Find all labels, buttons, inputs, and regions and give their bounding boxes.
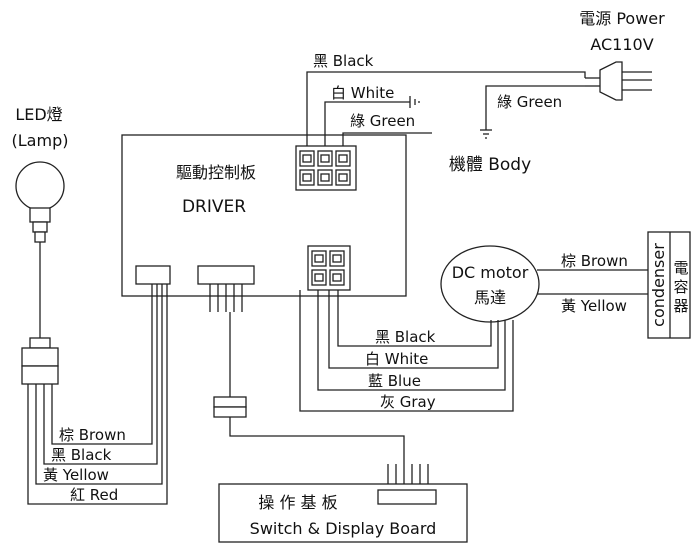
driver-switch-connector [197, 265, 255, 285]
switch-board-label-en: Switch & Display Board [250, 519, 437, 538]
body-label: 機體 Body [449, 155, 531, 175]
lamp-wires [27, 284, 168, 505]
condenser-label-cn-1: 電 [673, 259, 688, 277]
lamp-subtitle: (Lamp) [12, 131, 69, 150]
switch-board-connector [377, 489, 437, 505]
driver-power-connector [295, 145, 357, 191]
condenser-label-cn-3: 器 [673, 297, 688, 315]
power-plug [585, 61, 652, 101]
motor-label-en: DC motor [452, 263, 529, 282]
driver-lamp-connector [135, 265, 171, 285]
wire-label-red-lamp: 紅 Red [70, 486, 118, 504]
driver-label-en: DRIVER [182, 197, 246, 217]
wire-label-green-ground: 綠 Green [497, 93, 562, 111]
wire-label-yellow-motor: 黃 Yellow [561, 297, 627, 315]
wire-label-brown-motor: 棕 Brown [561, 252, 628, 270]
lamp-wire-connector [21, 337, 59, 385]
led-lamp-icon [15, 161, 65, 338]
wire-label-black-power: 黑 Black [313, 52, 374, 70]
wire-label-white-power: 白 White [331, 84, 394, 102]
ground-symbol [480, 129, 492, 139]
motor-wires [299, 269, 648, 412]
wire-label-black-lamp: 黑 Black [51, 446, 112, 464]
switch-board-wires [209, 284, 429, 490]
wire-label-brown-lamp: 棕 Brown [59, 426, 126, 444]
power-wires [306, 71, 586, 146]
lamp-title: LED燈 [15, 105, 62, 124]
condenser-label-cn-2: 容 [673, 278, 688, 296]
motor-label-cn: 馬達 [474, 288, 506, 307]
dc-motor [440, 245, 540, 323]
power-label: 電源 Power [579, 9, 665, 28]
wire-label-green-power: 綠 Green [350, 112, 415, 130]
wire-label-blue-motor: 藍 Blue [368, 372, 421, 390]
wire-label-gray-motor: 灰 Gray [380, 393, 436, 411]
driver-label-cn: 驅動控制板 [176, 163, 256, 182]
switch-board-label-cn: 操 作 基 板 [258, 493, 337, 512]
wire-label-white-motor: 白 White [365, 350, 428, 368]
condenser [647, 231, 691, 339]
wire-label-yellow-lamp: 黃 Yellow [43, 466, 109, 484]
power-spec-label: AC110V [590, 35, 653, 54]
condenser-label-en: condenser [649, 243, 668, 327]
driver-motor-connector [307, 245, 351, 291]
wire-label-black-motor: 黑 Black [375, 328, 436, 346]
